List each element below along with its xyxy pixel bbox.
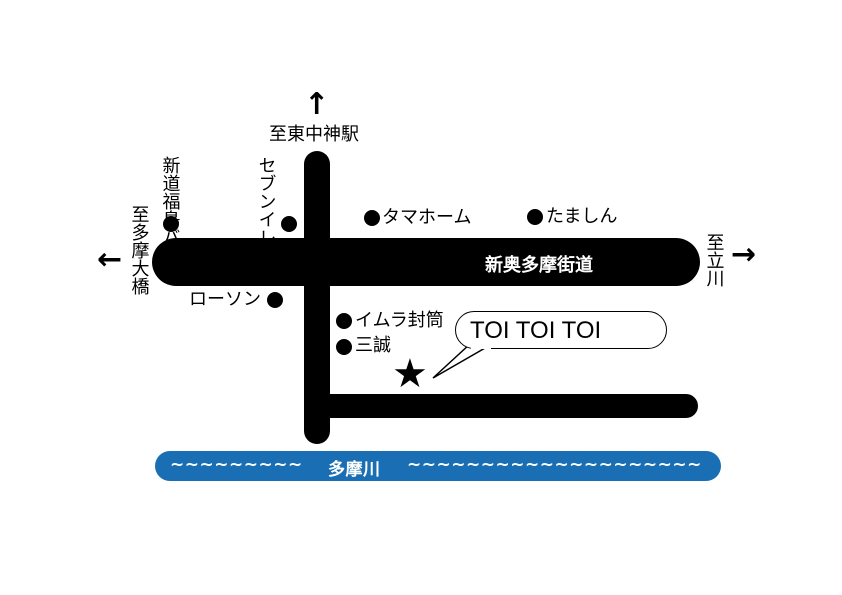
tamashin-label: たましん xyxy=(546,206,618,227)
tama-home-dot-icon xyxy=(364,210,380,226)
bus-stop-label: 新道福島バス停 xyxy=(159,156,180,282)
tama-home-label: タマホーム xyxy=(382,207,472,228)
imura-label: イムラ封筒 xyxy=(355,310,444,331)
main-road-name: 新奥多摩街道 xyxy=(485,255,593,276)
lawson-dot-icon xyxy=(267,292,283,308)
river-name: 多摩川 xyxy=(328,460,381,480)
river-waves-left: ~~~~~~~~~ xyxy=(170,455,303,475)
imura-dot-icon xyxy=(336,313,352,329)
river-waves-right: ~~~~~~~~~~~~~~~~~~~~ xyxy=(407,455,702,475)
north-destination-label: 至東中神駅 xyxy=(269,124,359,145)
tamashin-dot-icon xyxy=(527,209,543,225)
callout-pointer xyxy=(432,343,495,379)
lawson-label: ローソン xyxy=(189,289,261,310)
bus-stop-dot-icon xyxy=(163,216,179,232)
star-icon: ★ xyxy=(392,351,428,397)
sansei-label: 三誠 xyxy=(355,335,391,356)
sansei-dot-icon xyxy=(336,339,352,355)
arrow-up-icon: ↑ xyxy=(304,87,330,122)
destination-name: TOI TOI TOI xyxy=(470,317,602,344)
arrow-left-icon: ← xyxy=(97,242,123,277)
seven-eleven-dot-icon xyxy=(281,216,297,232)
arrow-right-icon: → xyxy=(731,237,757,272)
east-destination-label: 至立川 xyxy=(703,233,725,287)
destination-callout xyxy=(455,311,667,349)
seven-eleven-label: セブンイレブン xyxy=(255,156,277,282)
west-destination-label: 至多摩大橋 xyxy=(128,205,150,295)
river-band xyxy=(155,451,721,481)
